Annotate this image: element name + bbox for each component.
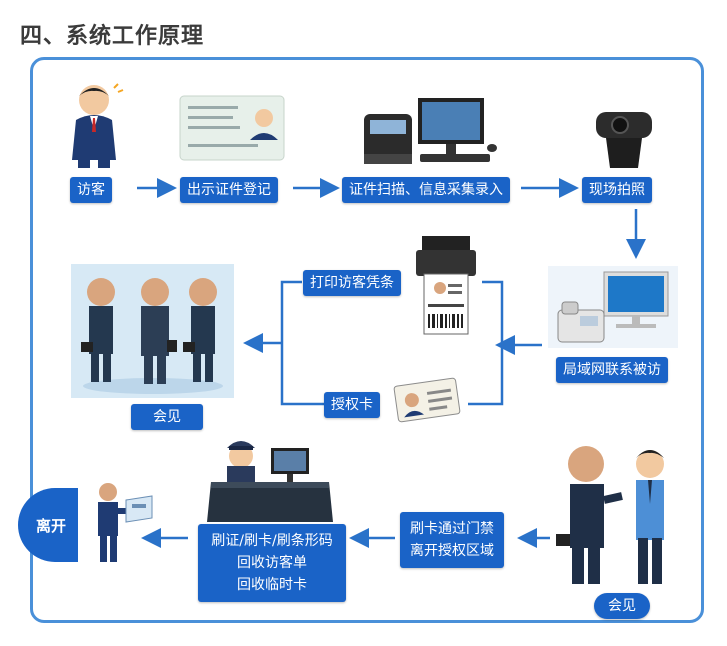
scanner-computer-illustration xyxy=(364,98,497,164)
checkout-line-1: 刷证/刷卡/刷条形码 xyxy=(211,533,333,549)
step-auth-card-label: 授权卡 xyxy=(324,392,380,418)
leaving-person-illustration xyxy=(98,483,153,562)
webcam-illustration xyxy=(596,112,652,168)
page-title: 四、系统工作原理 xyxy=(20,24,205,49)
auth-card-illustration xyxy=(393,377,461,423)
split-bracket-right xyxy=(468,280,504,406)
step-swipe-label: 刷卡通过门禁 离开授权区域 xyxy=(400,512,504,568)
step-meet-top-label: 会见 xyxy=(131,404,203,430)
step-print-slip-label: 打印访客凭条 xyxy=(303,270,401,296)
step-show-id-label: 出示证件登记 xyxy=(180,177,278,203)
step-lan-contact-label: 局域网联系被访 xyxy=(556,357,668,383)
checkout-line-3: 回收临时卡 xyxy=(237,577,307,593)
swipe-line-2: 离开授权区域 xyxy=(410,543,494,559)
checkout-line-2: 回收访客单 xyxy=(237,555,307,571)
printer-illustration xyxy=(416,236,476,335)
swipe-line-1: 刷卡通过门禁 xyxy=(410,521,494,537)
step-scan-label: 证件扫描、信息采集录入 xyxy=(342,177,510,203)
step-photo-label: 现场拍照 xyxy=(582,177,652,203)
diagram-frame xyxy=(30,57,704,623)
step-meet-bottom-label: 会见 xyxy=(594,593,650,619)
step-checkout-label: 刷证/刷卡/刷条形码 回收访客单 回收临时卡 xyxy=(198,524,346,602)
phone-computer-illustration xyxy=(548,266,678,348)
merge-bracket-left xyxy=(280,280,324,406)
meeting-illustration xyxy=(71,264,234,398)
meeting-bottom-illustration xyxy=(556,446,664,584)
id-card-illustration xyxy=(179,95,285,161)
leave-tab: 离开 xyxy=(18,488,78,562)
visitor-illustration xyxy=(72,83,124,168)
guard-desk-illustration xyxy=(207,441,333,522)
step-visitor-label: 访客 xyxy=(70,177,112,203)
